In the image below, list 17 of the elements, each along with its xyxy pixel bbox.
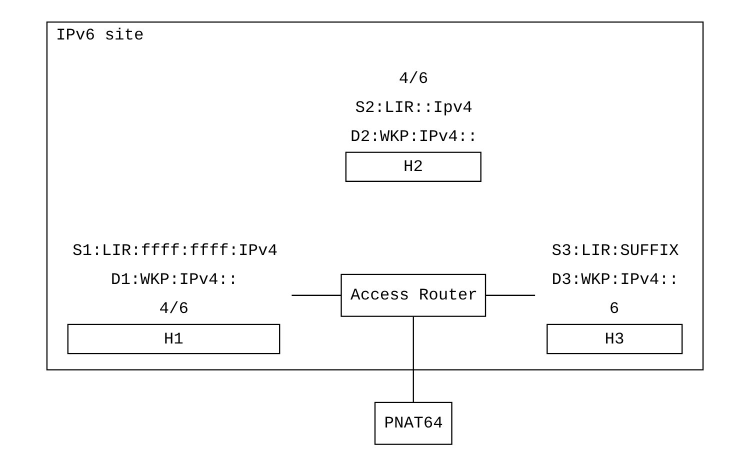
node-label: D1:WKP:IPv4:: (110, 270, 238, 289)
node-label: S2:LIR::Ipv4 (354, 98, 472, 117)
node-label: S1:LIR:ffff:ffff:IPv4 (72, 240, 278, 260)
node-label: D3:WKP:IPv4:: (551, 270, 678, 289)
node-box: H2 (344, 152, 481, 182)
connector (485, 294, 535, 296)
node-label: 4/6 (398, 68, 428, 88)
node-label: S3:LIR:SUFFIX (551, 240, 678, 260)
node-box: Access Router (340, 274, 486, 317)
node-label: 6 (608, 299, 619, 318)
node-box: PNAT64 (374, 402, 452, 445)
connector (412, 316, 414, 402)
node-box: H1 (66, 324, 280, 354)
node-label: 4/6 (158, 299, 188, 318)
node-box: H3 (546, 324, 682, 354)
connector (291, 294, 341, 296)
node-label: D2:WKP:IPv4:: (350, 126, 477, 146)
